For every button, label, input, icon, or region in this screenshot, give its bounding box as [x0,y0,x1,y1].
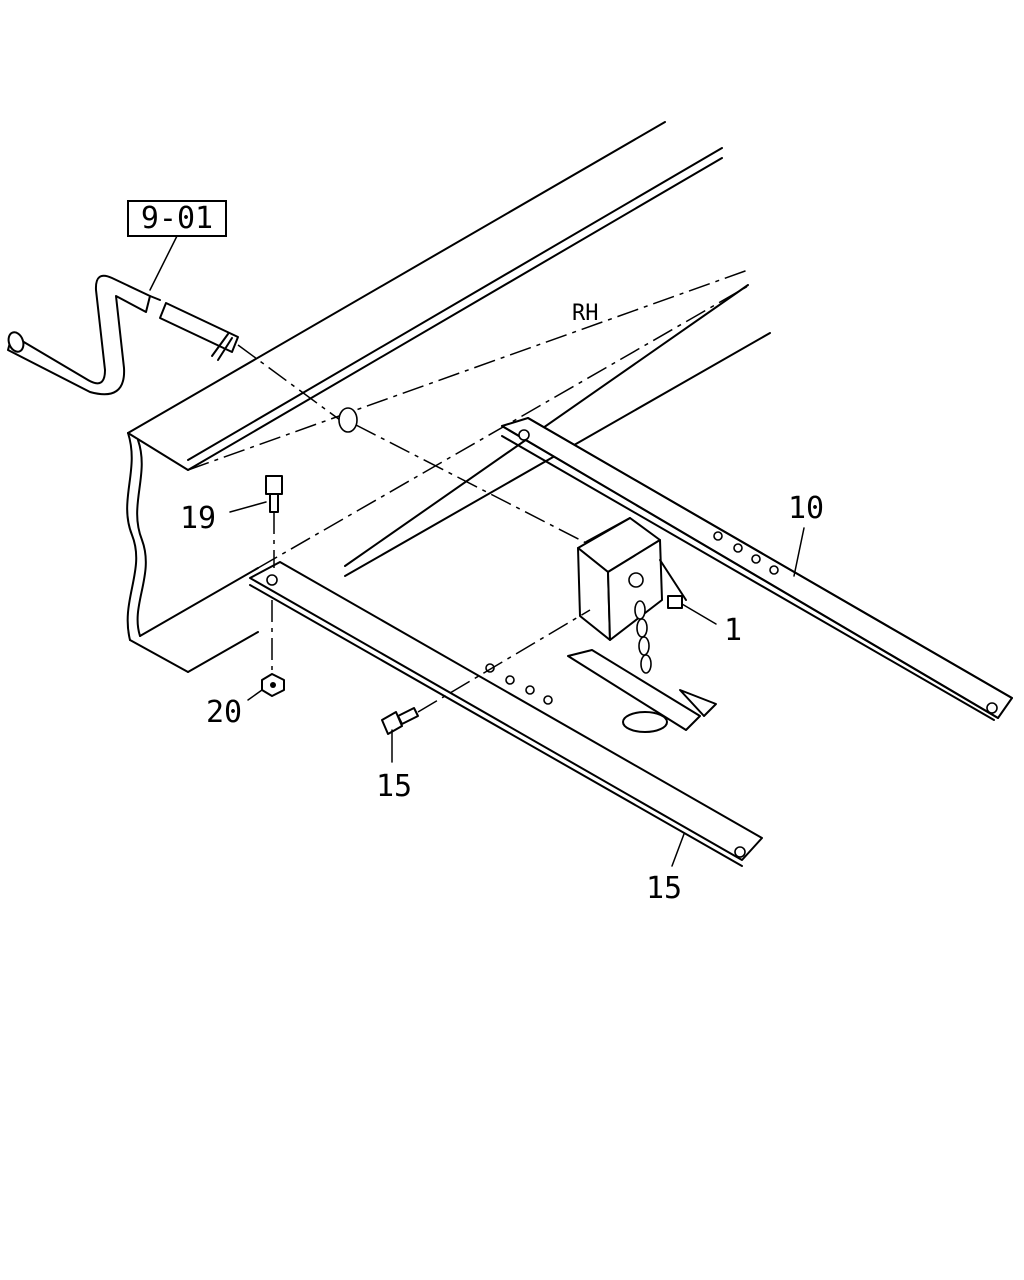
crossmember-lower [249,561,763,867]
crank-handle [7,274,341,421]
callout-15-lower: 15 [646,871,682,906]
bolt-19 [265,475,283,568]
crossmember-right [501,417,1013,721]
callout-20: 20 [206,695,242,730]
frame-rail [126,121,771,673]
callouts: 19 20 15 1 10 15 [180,491,824,906]
rail-hole [338,407,358,433]
callout-19: 19 [180,501,216,536]
callout-15-right: 10 [788,491,824,526]
bolt-10 [381,609,591,735]
chain [634,600,652,674]
callout-10: 15 [376,769,412,804]
callout-1: 1 [724,613,742,648]
spare-tire-winch [567,517,717,733]
reference-box: 9-01 [127,200,227,291]
reference-box-label: 9-01 [141,201,213,236]
nut-20 [261,600,285,697]
side-label: RH [572,301,599,326]
